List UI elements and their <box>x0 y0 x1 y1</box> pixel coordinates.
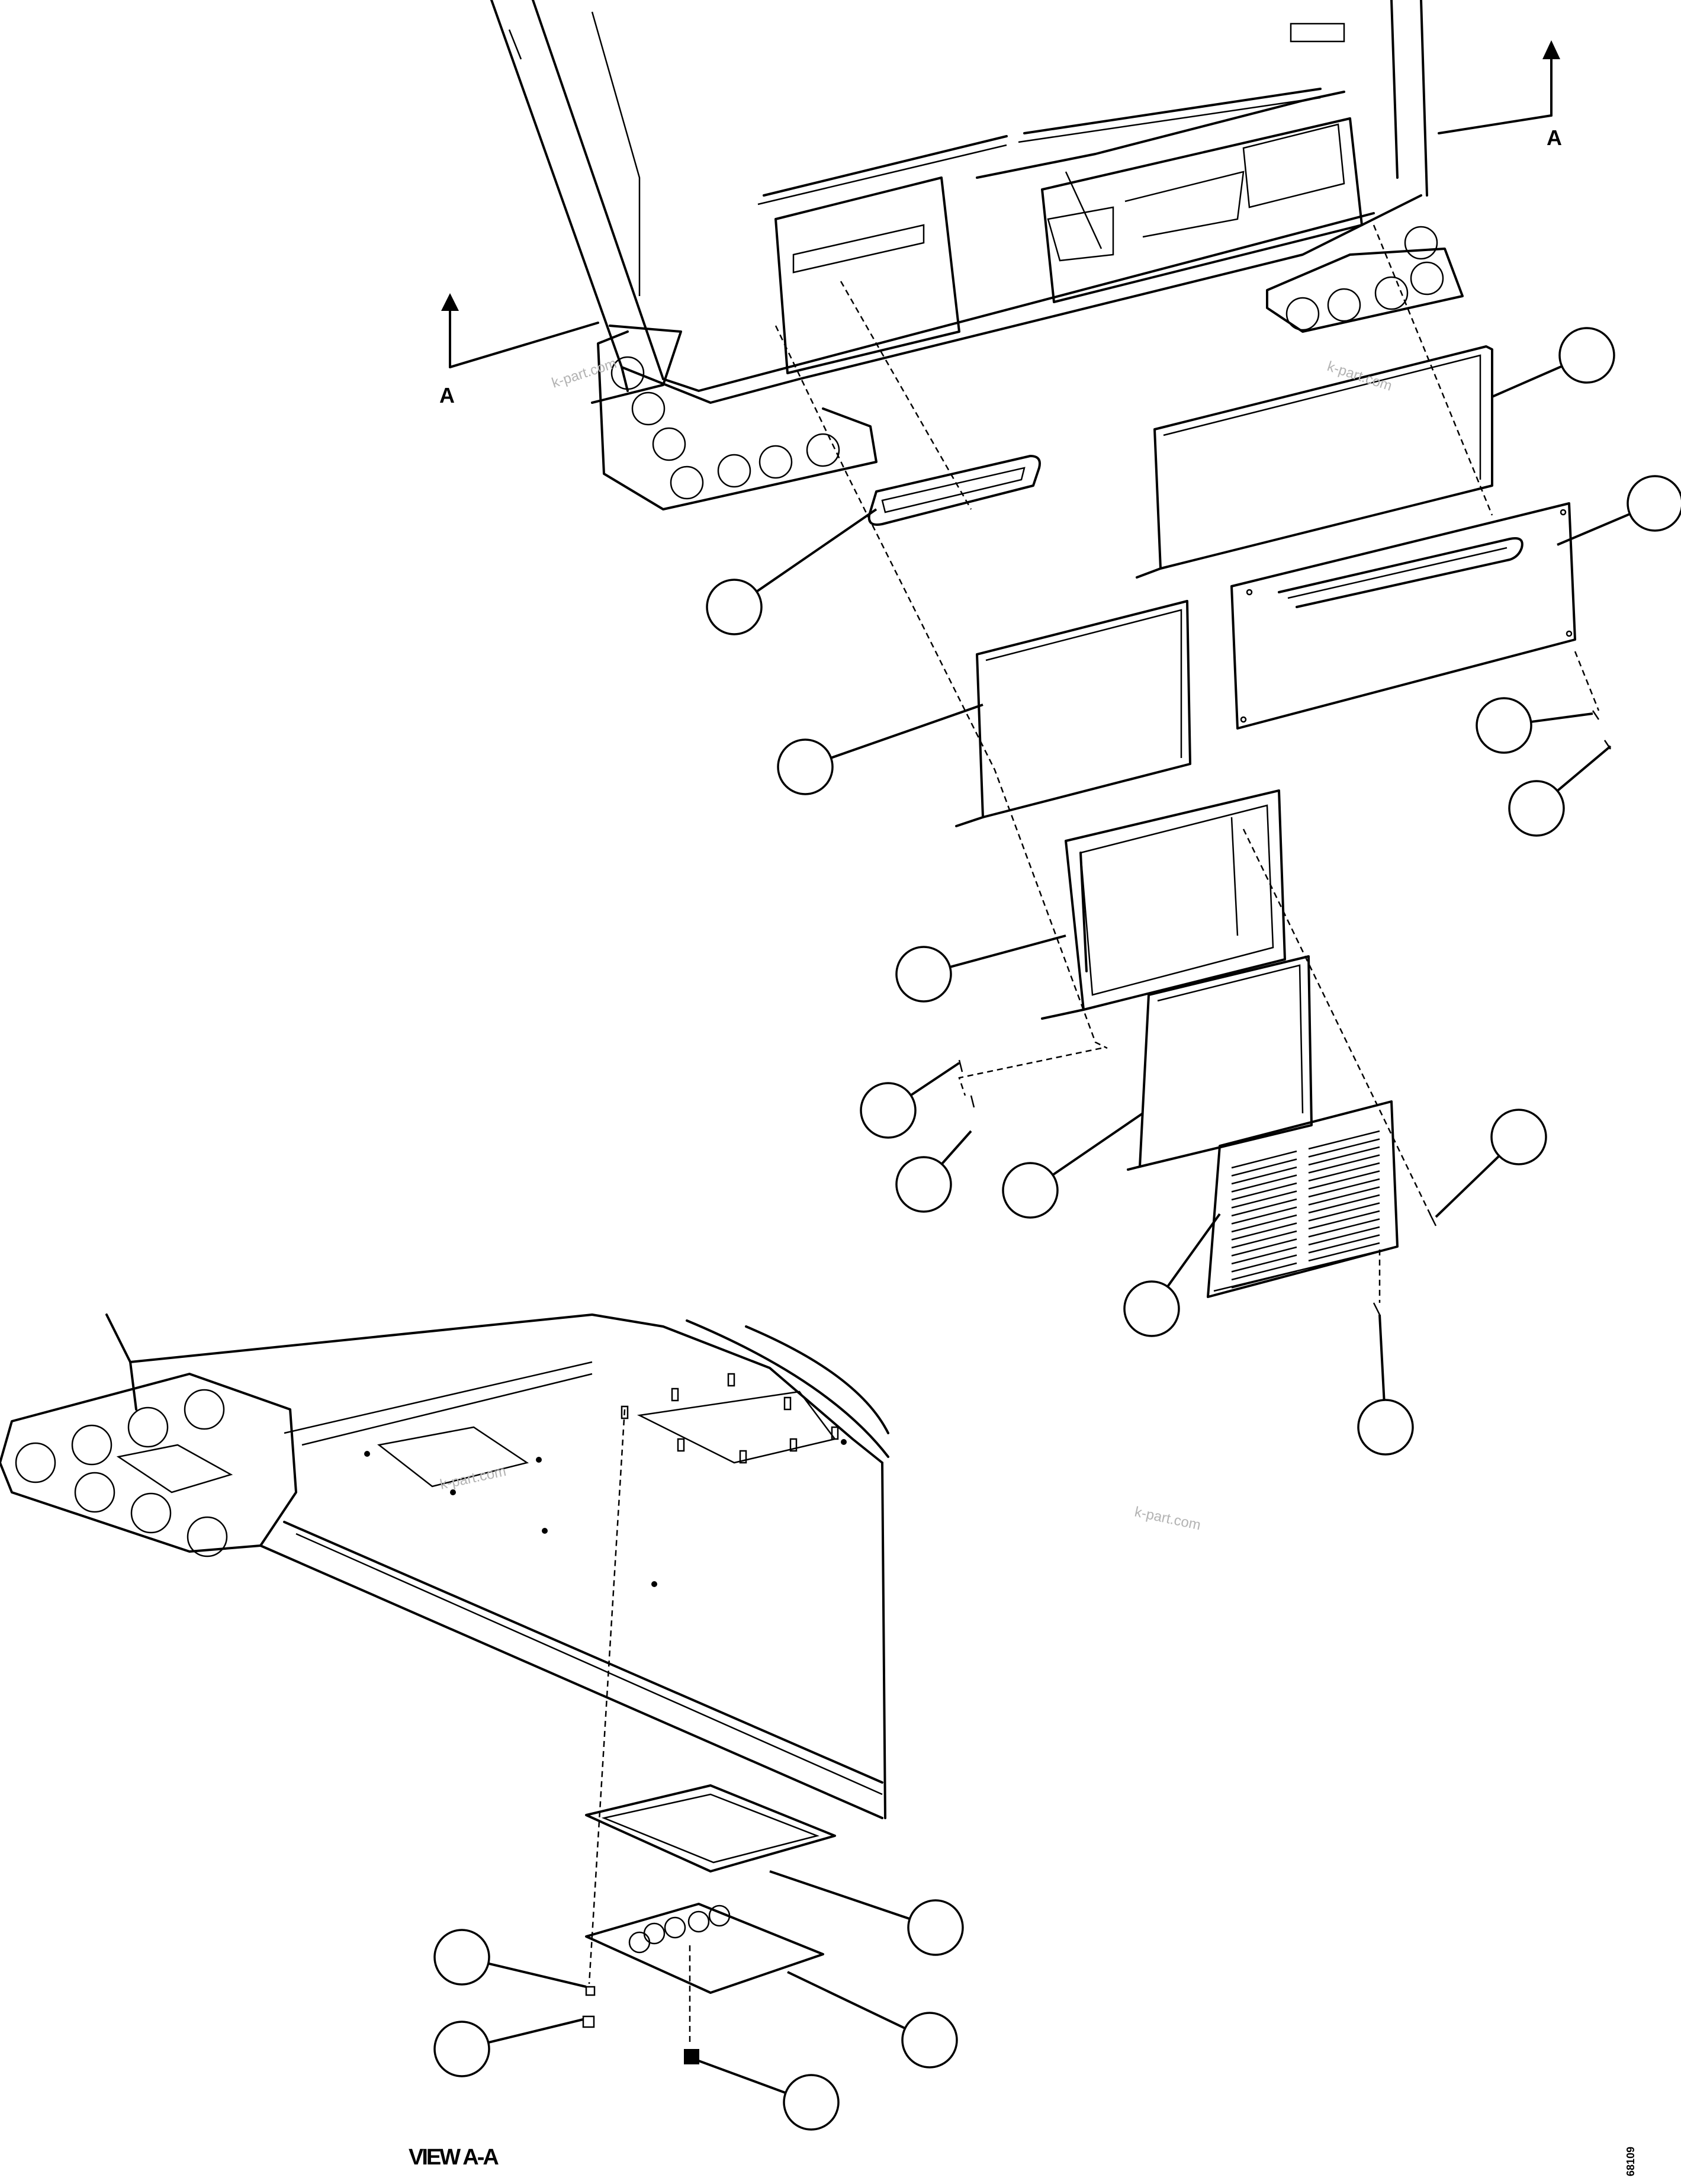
callout-leader <box>1531 712 1593 723</box>
view-aa-base <box>0 1313 889 1819</box>
callout-leader <box>1492 365 1563 398</box>
foot-holes-right <box>1285 226 1444 331</box>
stud-4 <box>783 1396 792 1411</box>
callout-leader <box>1556 745 1612 792</box>
lower-filter-panel <box>1127 955 1313 1171</box>
callout-circle <box>1490 1109 1547 1165</box>
view-aa-dashed-lines <box>588 1409 691 2046</box>
watermark-4: k-part.com <box>1133 1504 1202 1533</box>
callout-leader <box>1435 1155 1500 1218</box>
callout-15 <box>433 1929 587 1988</box>
view-aa-gasket <box>585 1784 836 1873</box>
callout-leader <box>830 704 983 759</box>
callout-bubbles <box>433 327 1681 2131</box>
callout-circle <box>1002 1162 1059 1219</box>
callout-leader <box>949 934 1066 968</box>
watermark-3: k-part.com <box>439 1463 507 1493</box>
seal-ring-part <box>867 455 1041 526</box>
assembly-lines-top <box>774 224 1600 1303</box>
section-letter-left: A <box>439 383 455 407</box>
callout-13 <box>1357 1314 1414 1456</box>
drawing-number: 68109 <box>1625 2147 1637 2176</box>
handle-panel <box>1230 502 1576 730</box>
stud-6 <box>739 1450 747 1464</box>
callout-circle <box>433 1929 490 1986</box>
stud-1 <box>621 1405 629 1419</box>
callout-leader <box>1378 1314 1386 1401</box>
callout-leader <box>941 1130 972 1165</box>
foot-holes-left <box>610 356 840 500</box>
callout-leader <box>1557 513 1631 546</box>
callout-14 <box>769 1870 964 1956</box>
callout-circle <box>901 2012 958 2069</box>
view-aa-cover-plate <box>585 1903 824 1994</box>
callout-leader <box>698 2060 786 2094</box>
upper-flat-panel <box>1136 345 1493 579</box>
callout-1 <box>706 508 878 635</box>
section-arrow-left: A <box>439 293 599 407</box>
callout-circle <box>1123 1280 1180 1337</box>
callout-11 <box>1435 1109 1547 1218</box>
stud-7 <box>789 1438 798 1452</box>
stud-8 <box>831 1426 839 1440</box>
stud-5 <box>677 1438 685 1452</box>
callout-leader <box>488 1962 587 1988</box>
callout-leader <box>756 508 878 593</box>
callout-7 <box>895 934 1066 1003</box>
duct-housing <box>1041 789 1286 1020</box>
watermark-1: k-part.com <box>550 355 619 391</box>
callout-5 <box>1476 697 1593 754</box>
callout-leader <box>910 1062 960 1097</box>
callout-16 <box>787 1971 958 2069</box>
callout-circle <box>895 946 952 1003</box>
stud-3 <box>727 1373 735 1387</box>
callout-12 <box>1123 1213 1221 1337</box>
callout-10 <box>1002 1112 1144 1219</box>
callout-circle <box>860 1082 917 1139</box>
stud-2 <box>671 1388 679 1402</box>
callout-circle <box>783 2074 840 2131</box>
callout-4 <box>777 704 983 795</box>
callout-leader <box>488 2018 584 2044</box>
callout-circle <box>895 1156 952 1213</box>
callout-circle <box>1508 780 1565 837</box>
callout-leader <box>769 1870 911 1920</box>
left-flat-panel <box>955 600 1191 827</box>
callout-3 <box>1557 475 1681 546</box>
callout-leader <box>1166 1213 1221 1287</box>
callout-9 <box>895 1130 972 1213</box>
section-letter-right: A <box>1547 126 1562 150</box>
callout-circle <box>1627 475 1681 532</box>
callout-6 <box>1508 745 1612 837</box>
louvered-grille <box>1207 1100 1399 1298</box>
fasteners-top <box>958 710 1612 1315</box>
watermark-2: k-part.com <box>1325 358 1394 394</box>
callout-circle <box>1476 697 1532 754</box>
callout-18 <box>698 2060 840 2131</box>
callout-circle <box>433 2021 490 2077</box>
callout-circle <box>1558 327 1615 384</box>
callout-leader <box>1052 1112 1144 1176</box>
callout-circle <box>777 738 834 795</box>
callout-circle <box>706 579 763 635</box>
callout-circle <box>907 1899 964 1956</box>
cab-assembly <box>490 0 1464 510</box>
callout-8 <box>860 1062 960 1139</box>
callout-2 <box>1492 327 1615 398</box>
section-arrow-right: A <box>1438 40 1562 150</box>
callout-17 <box>433 2018 584 2077</box>
view-label: VIEW A-A <box>409 2145 499 2170</box>
callout-circle <box>1357 1399 1414 1456</box>
view-aa-fasteners <box>582 1986 699 2064</box>
callout-leader <box>787 1971 906 2029</box>
